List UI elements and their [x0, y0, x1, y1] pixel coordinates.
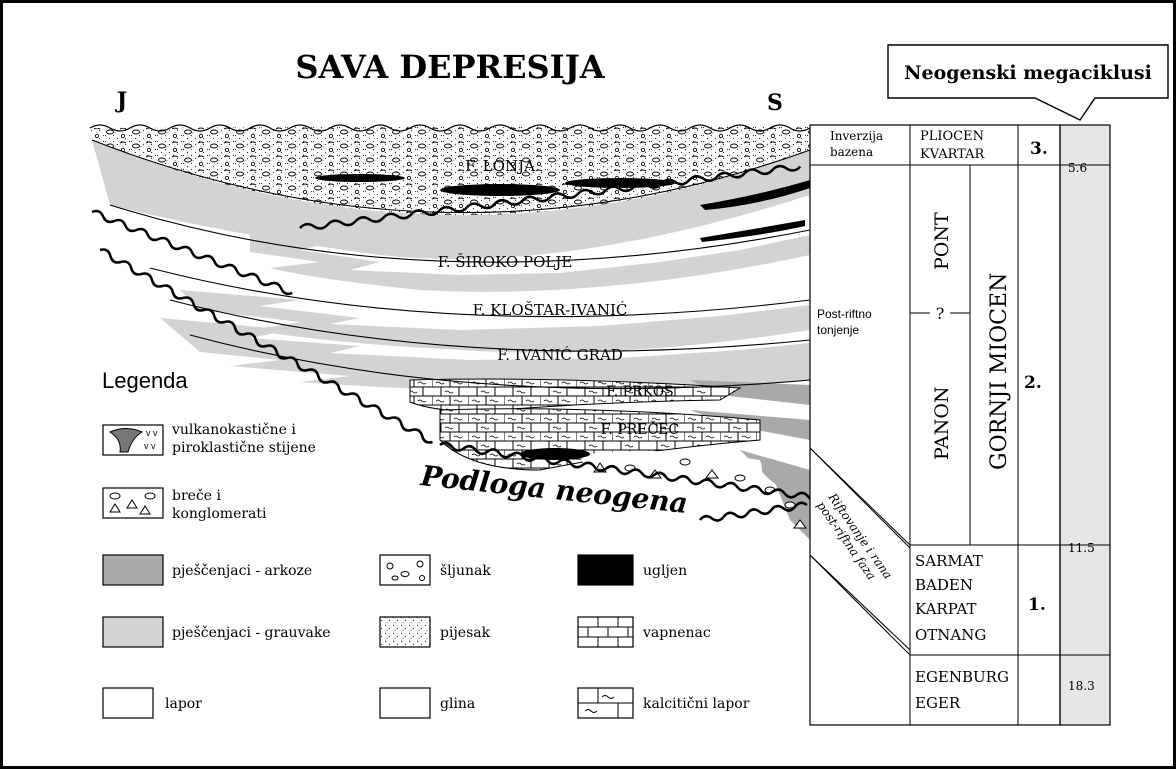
formation-prkos-label: F. PRKOS	[606, 384, 674, 400]
formation-klostar-ivanic-label: F. KLOŠTAR-IVANIĆ	[473, 301, 628, 319]
epoch-pliocene: PLIOCEN	[920, 129, 984, 144]
phase-inversion-1: Inverzija	[830, 129, 883, 143]
phase-inversion-2: bazena	[830, 145, 873, 159]
epoch-quaternary: KVARTAR	[920, 147, 986, 162]
formation-ivanic-grad-label: F. IVANIĆ GRAD	[497, 346, 623, 364]
cycle-2-label: 2.	[1024, 373, 1042, 393]
cycle-1-label: 1.	[1028, 595, 1046, 615]
legend-marl-swatch	[103, 688, 153, 718]
stage-pont: PONT	[931, 212, 953, 270]
svg-text:v v: v v	[144, 441, 156, 451]
legend-limestone-label: vapnenac	[642, 625, 711, 641]
legend-limestone-swatch	[578, 617, 633, 647]
stage-eger: EGER	[915, 694, 961, 712]
legend-breccia-label-2: konglomerati	[172, 506, 267, 522]
stage-otnang: OTNANG	[915, 626, 986, 644]
stage-question: ?	[936, 304, 945, 323]
megacycles-header: Neogenski megaciklusi	[904, 62, 1152, 84]
legend-title: Legenda	[102, 368, 188, 393]
age-label-11-5: 11.5	[1068, 541, 1095, 555]
legend-greywacke-swatch	[103, 617, 163, 647]
legend-clay-label: glina	[440, 696, 475, 712]
legend-gravel-label: šljunak	[440, 562, 491, 579]
legend-coal-label: ugljen	[643, 563, 687, 579]
age-label-18-3: 18.3	[1068, 679, 1095, 693]
formation-siroko-polje-label: F. ŠIROKO POLJE	[438, 253, 573, 271]
direction-north-label: S	[767, 90, 783, 116]
cycle-3-label: 3.	[1030, 139, 1048, 159]
legend-volcanic-label-2: piroklastične stijene	[172, 440, 316, 456]
epoch-upper-miocene: GORNJI MIOCEN	[987, 273, 1012, 470]
diagram-title: SAVA DEPRESIJA	[295, 48, 605, 86]
legend-arkose-swatch	[103, 555, 163, 585]
stage-panon: PANON	[931, 386, 953, 460]
age-column	[1060, 125, 1110, 725]
stage-karpat: KARPAT	[915, 600, 976, 618]
svg-text:v v: v v	[146, 428, 158, 438]
legend-breccia-label-1: breče i	[172, 488, 222, 504]
phase-postrift-2: tonjenje	[817, 323, 859, 337]
stage-sarmat: SARMAT	[915, 552, 983, 570]
legend-gravel-swatch	[380, 555, 430, 585]
age-label-5-6: 5.6	[1068, 161, 1087, 175]
legend-calcitic-marl-label: kalcitični lapor	[643, 696, 750, 712]
legend-sand-swatch	[380, 617, 430, 647]
legend-clay-swatch	[380, 688, 430, 718]
formation-precec-label: F. PREČEC	[601, 420, 679, 438]
legend-greywacke-label: pješčenjaci - grauvake	[172, 624, 331, 641]
legend-marl-label: lapor	[165, 696, 202, 712]
direction-south-label: J	[115, 88, 127, 114]
legend-volcanic-swatch: v v v v	[103, 425, 163, 455]
phase-postrift-1: Post-riftno	[817, 307, 872, 321]
stage-egenburg: EGENBURG	[915, 668, 1009, 686]
stage-baden: BADEN	[915, 576, 973, 594]
legend-calcitic-marl-swatch	[578, 688, 633, 718]
legend-volcanic-label-1: vulkanokastične i	[171, 422, 296, 438]
legend-breccia-swatch	[103, 488, 163, 518]
legend-arkose-label: pješčenjaci - arkoze	[172, 562, 312, 579]
formation-lonja-label: F. LONJA	[465, 157, 535, 175]
legend-coal-swatch	[578, 555, 633, 585]
legend-sand-label: pijesak	[440, 625, 491, 641]
